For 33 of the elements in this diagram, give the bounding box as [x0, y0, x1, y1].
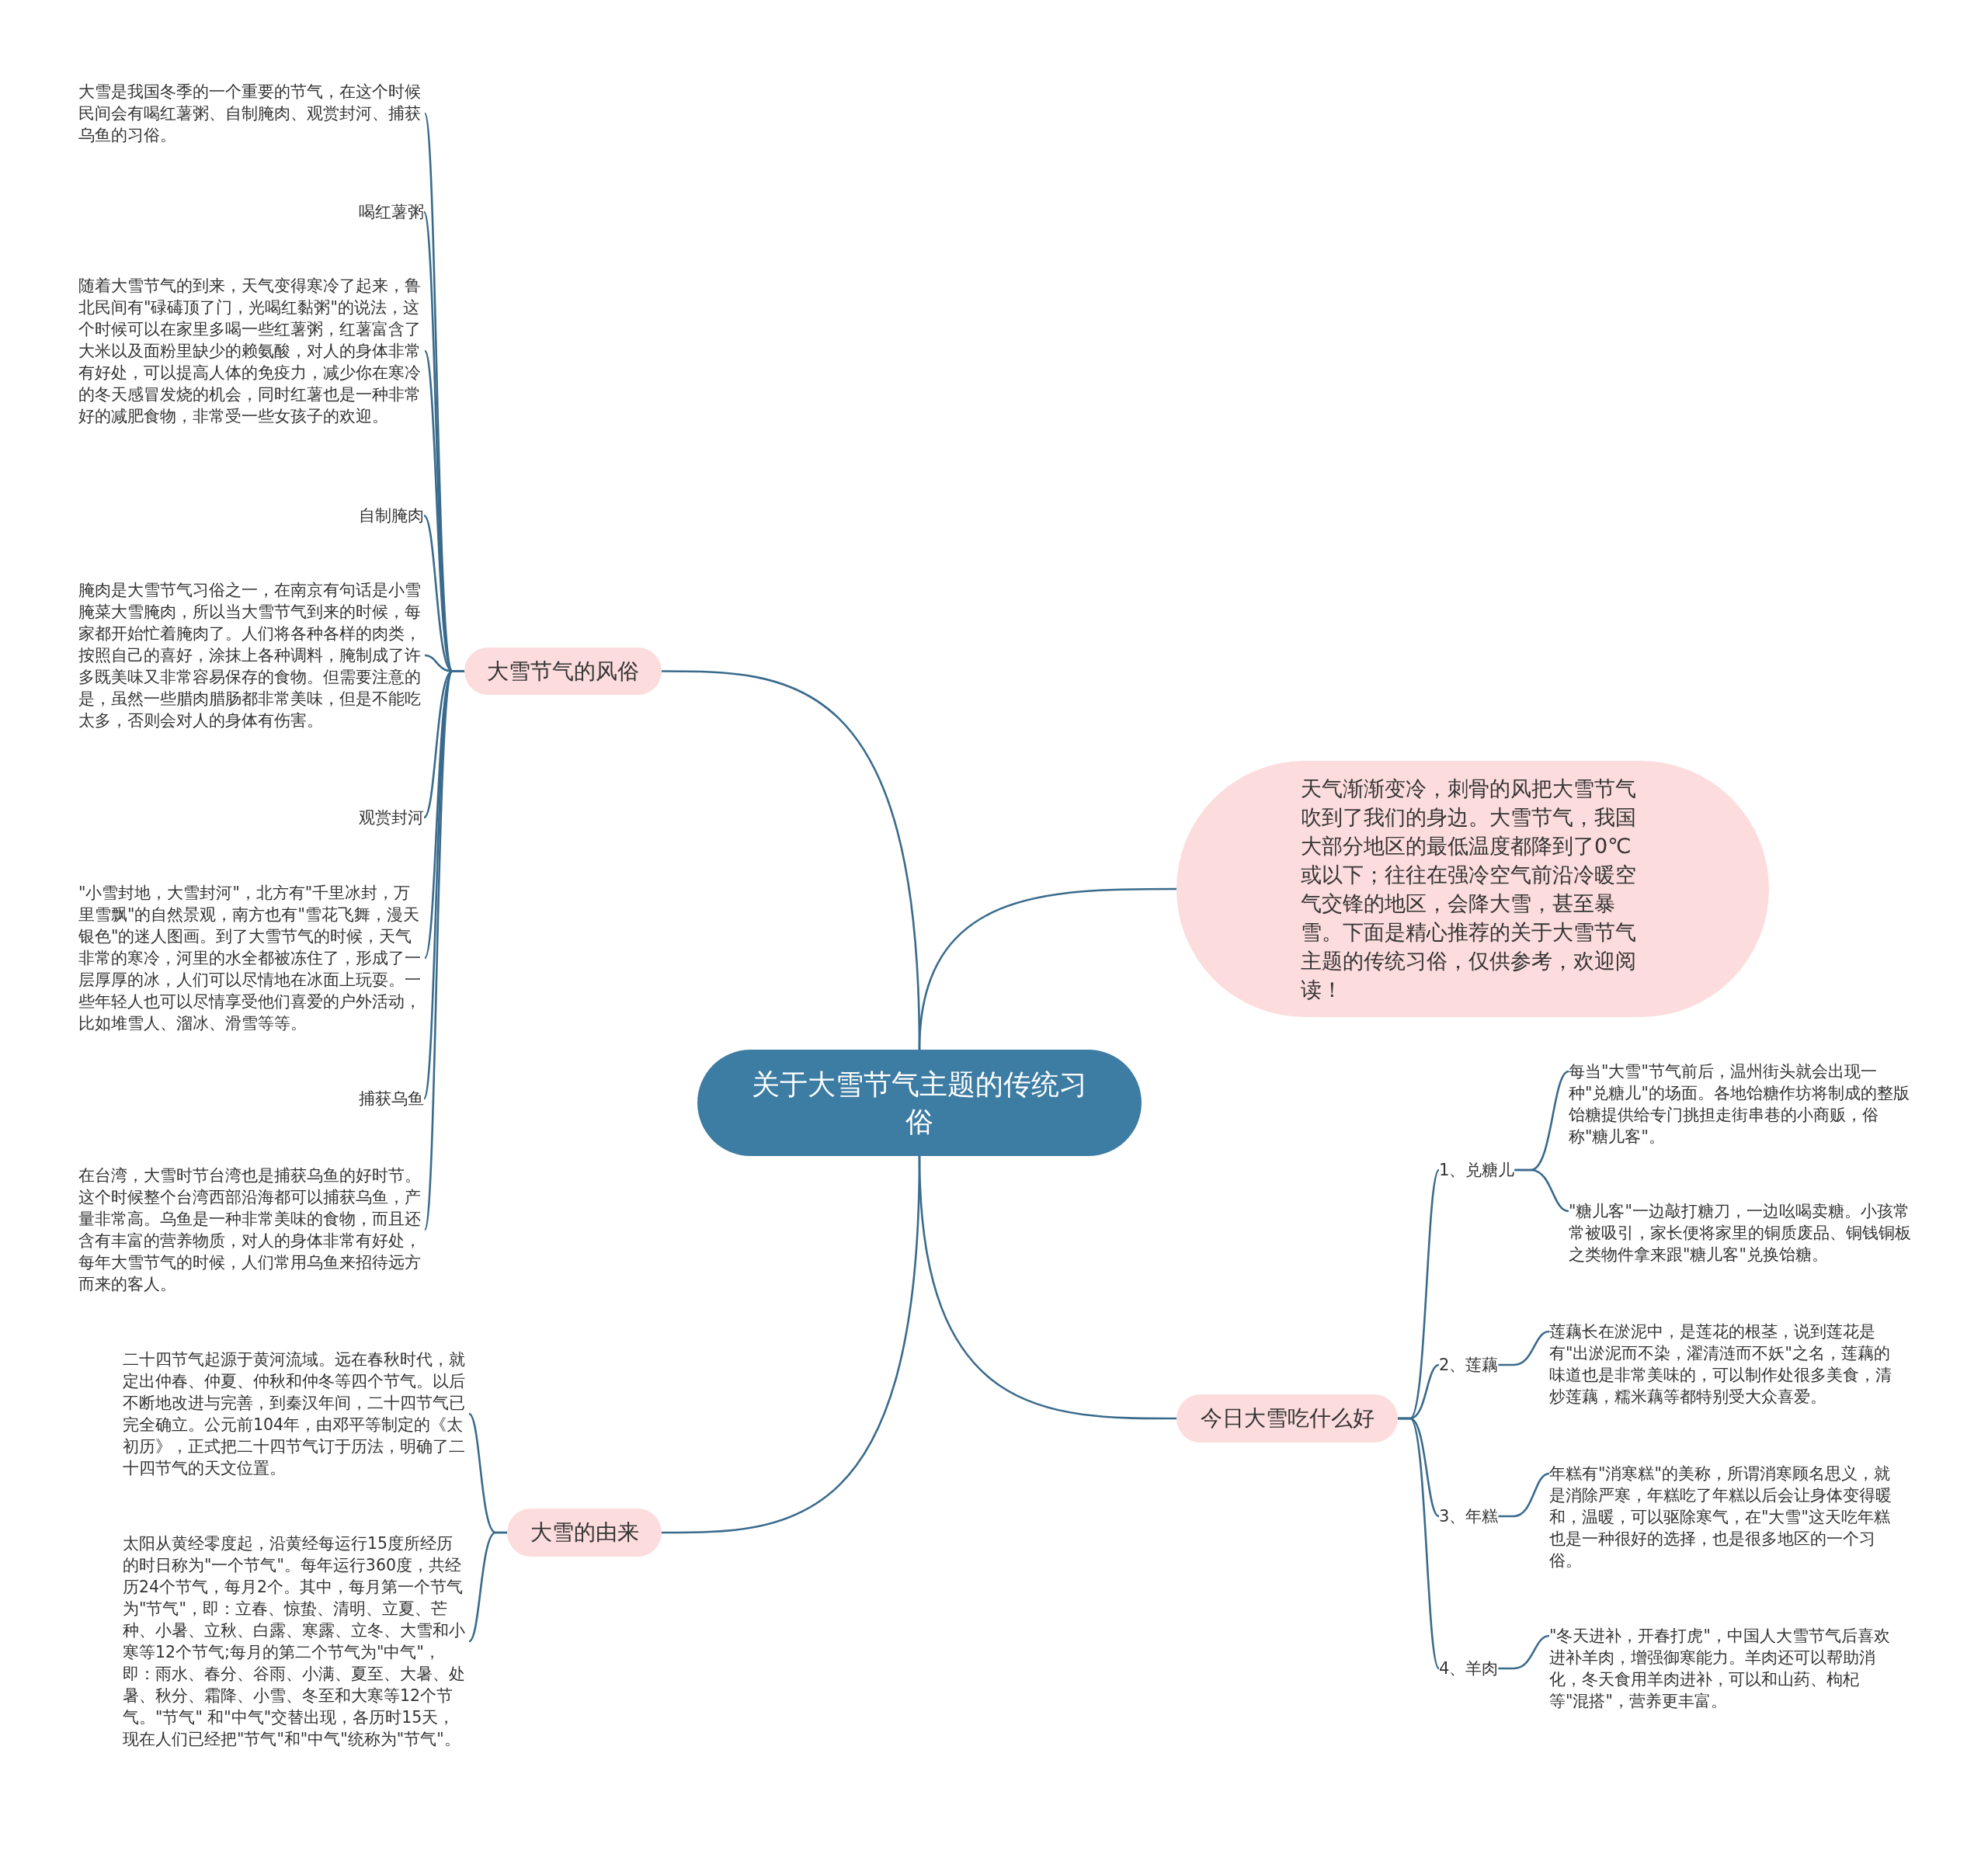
note-text: "冬天进补，开春打虎"，中国人大雪节气后喜欢进补羊肉，增强御寒能力。羊肉还可以帮助消化，冬天食用羊肉进补，可以和山药、枸杞等"混搭"，营养更丰富。: [1549, 1625, 1896, 1712]
subtopic-label: 自制腌肉: [359, 505, 424, 526]
branch-topic: 大雪节气的风俗: [464, 648, 662, 695]
subtopic-label: 2、莲藕: [1439, 1355, 1499, 1375]
connector-line: [918, 1155, 1176, 1420]
connector-line: [1398, 1417, 1441, 1669]
note-text: 太阳从黄经零度起，沿黄经每运行15度所经历的时日称为"一个节气"。每年运行360度，共经历24个节气，每月2个。其中，每月第一个节气为"节气"，即：立春、惊蛰、清明、立夏、芒种、小暑、立秋、白露、寒露、立冬、大雪和小寒等12个节气;每月的第二个节气为"中气"，即：雨水、春分、谷雨、小满、夏至、大暑、处暑、秋分、霜降、小雪、冬至和大寒等12个节气。"节气" 和"中气"交替出现，各历时15天，现在人们已经把"节气"和"中气"统称为"节气"。: [123, 1533, 469, 1750]
note-text: "小雪封地，大雪封河"，北方有"千里冰封，万里雪飘"的自然景观，南方也有"雪花飞舞，漫天银色"的迷人图画。到了大雪节气的时候，天气非常的寒冷，河里的水全都被冻住了，形成了一层厚厚的冰，人们可以尽情地在冰面上玩耍。一些年轻人也可以尽情享受他们喜爱的户外活动，比如堆雪人、溜冰、滑雪等等。: [78, 882, 425, 1034]
note-text: 每当"大雪"节气前后，温州街头就会出现一种"兑糖儿"的场面。各地饴糖作坊将制成的整版饴糖提供给专门挑担走街串巷的小商贩，俗称"糖儿客"。: [1569, 1061, 1915, 1147]
note-text: 腌肉是大雪节气习俗之一，在南京有句话是小雪腌菜大雪腌肉，所以当大雪节气到来的时候，每家都开始忙着腌肉了。人们将各种各样的肉类，按照自己的喜好，涂抹上各种调料，腌制成了许多既美味又非常容易保存的食物。但需要注意的是，虽然一些腊肉腊肠都非常美味，但是不能吃太多，否则会对人的身体有伤害。: [78, 579, 425, 731]
connector-line: [1498, 1472, 1550, 1518]
connector-line: [918, 887, 1176, 1050]
note-text: 莲藕长在淤泥中，是莲花的根茎，说到莲花是有"出淤泥而不染，濯清涟而不妖"之名，莲藕的味道也是非常美味的，可以制作处很多美食，清炒莲藕，糯米藕等都特别受大众喜爱。: [1549, 1321, 1896, 1408]
subtopic-label: 4、羊肉: [1439, 1658, 1499, 1679]
intro-bubble: 天气渐渐变冷，刺骨的风把大雪节气吹到了我们的身边。大雪节气，我国大部分地区的最低温度都降到了0℃或以下；往往在强冷空气前沿冷暖空气交锋的地区，会降大雪，甚至暴雪。下面是精心推荐的关于大雪节气主题的传统习俗，仅供参考，欢迎阅读！: [1176, 761, 1769, 1017]
subtopic-label: 观赏封河: [359, 807, 424, 828]
subtopic-label: 喝红薯粥: [359, 202, 424, 222]
note-text: 在台湾，大雪时节台湾也是捕获乌鱼的好时节。这个时候整个台湾西部沿海都可以捕获乌鱼，产量非常高。乌鱼是一种非常美味的食物，而且还含有丰富的营养物质，对人的身体非常有好处，每年大雪节气的时候，人们常用乌鱼来招待远方而来的客人。: [78, 1165, 425, 1295]
central-topic: 关于大雪节气主题的传统习俗: [697, 1050, 1142, 1156]
note-text: 二十四节气起源于黄河流域。远在春秋时代，就定出仲春、仲夏、仲秋和仲冬等四个节气。以后不断地改进与完善，到秦汉年间，二十四节气已完全确立。公元前104年，由邓平等制定的《太初历》，正式把二十四节气订于历法，明确了二十四节气的天文位置。: [123, 1349, 469, 1479]
connector-line: [468, 1531, 507, 1642]
branch-topic: 大雪的由来: [507, 1509, 662, 1557]
subtopic-label: 1、兑糖儿: [1439, 1160, 1515, 1180]
note-text: "糖儿客"一边敲打糖刀，一边吆喝卖糖。小孩常常被吸引，家长便将家里的铜质废品、铜钱铜板之类物件拿来跟"糖儿客"兑换饴糖。: [1569, 1200, 1915, 1266]
branch-topic: 今日大雪吃什么好: [1176, 1394, 1398, 1443]
connector-line: [1514, 1168, 1569, 1213]
note-text: 大雪是我国冬季的一个重要的节气，在这个时候民间会有喝红薯粥、自制腌肉、观赏封河、捕获乌鱼的习俗。: [78, 81, 425, 146]
note-text: 年糕有"消寒糕"的美称，所谓消寒顾名思义，就是消除严寒，年糕吃了年糕以后会让身体变得暖和，温暖，可以驱除寒气，在"大雪"这天吃年糕也是一种很好的选择，也是很多地区的一个习俗。: [1549, 1463, 1896, 1571]
note-text: 随着大雪节气的到来，天气变得寒冷了起来，鲁北民间有"碌碡顶了门，光喝红黏粥"的说法，这个时候可以在家里多喝一些红薯粥，红薯富含了大米以及面粉里缺少的赖氨酸，对人的身体非常有好处，可以提高人体的免疫力，减少你在寒冷的冬天感冒发烧的机会，同时红薯也是一种非常好的减肥食物，非常受一些女孩子的欢迎。: [78, 275, 425, 427]
connector-line: [1498, 1330, 1550, 1366]
connector-line: [1498, 1634, 1550, 1670]
subtopic-label: 捕获乌鱼: [359, 1088, 424, 1109]
subtopic-label: 3、年糕: [1439, 1506, 1499, 1526]
